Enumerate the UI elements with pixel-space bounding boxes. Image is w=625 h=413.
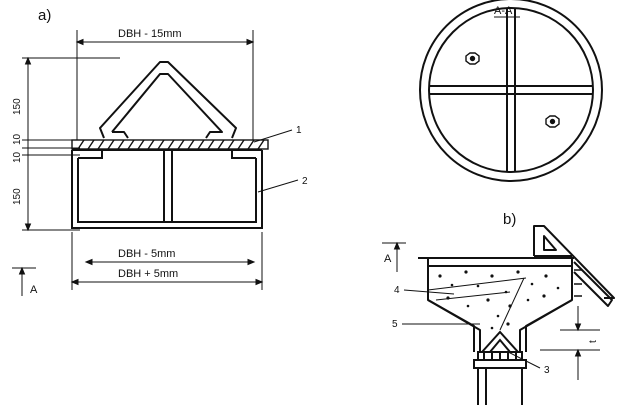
- leader-4: [403, 289, 455, 295]
- leader-2: [257, 179, 299, 193]
- frame-2: [71, 149, 263, 229]
- bracket-bolts: [574, 269, 582, 297]
- plate-1: [71, 139, 269, 150]
- bolt-icon: [465, 52, 560, 128]
- dim-t: [540, 306, 600, 380]
- concrete-flow-lines: [427, 277, 527, 331]
- callout-2: 2: [302, 176, 308, 187]
- dim-bottom: [70, 232, 264, 290]
- section-arrow-a-right: [382, 241, 406, 272]
- leader-1: [253, 129, 293, 143]
- pipe: [473, 359, 527, 405]
- dim-top-label: DBH - 15mm: [118, 28, 182, 40]
- dim-150-top: 150: [12, 98, 23, 115]
- section-label: A-A: [494, 5, 513, 17]
- panel-a-label: a): [38, 7, 51, 24]
- hopper: [418, 257, 574, 352]
- arrow-a-left-label: A: [30, 284, 38, 296]
- concrete-fill: [438, 270, 560, 330]
- dim-bot-label: DBH + 5mm: [118, 268, 178, 280]
- triangle-handle: [99, 61, 237, 139]
- dim-mid-label: DBH - 5mm: [118, 248, 175, 260]
- callout-t: t: [588, 340, 599, 343]
- dim-150-bot: 150: [12, 188, 23, 205]
- arrow-a-right-label: A: [384, 253, 392, 265]
- callout-4: 4: [394, 285, 400, 296]
- leader-3: [507, 351, 541, 369]
- support-bracket: [533, 225, 615, 307]
- dim-top: [75, 30, 255, 140]
- callout-1: 1: [296, 125, 302, 136]
- callout-5: 5: [392, 319, 398, 330]
- dim-10-b: 10: [12, 151, 23, 163]
- dim-10-a: 10: [12, 133, 23, 145]
- section-arrow-a-left: [12, 266, 36, 296]
- panel-b-label: b): [503, 211, 516, 228]
- section-circle: [419, 0, 603, 182]
- callout-3: 3: [544, 365, 550, 376]
- dim-left: [22, 56, 120, 232]
